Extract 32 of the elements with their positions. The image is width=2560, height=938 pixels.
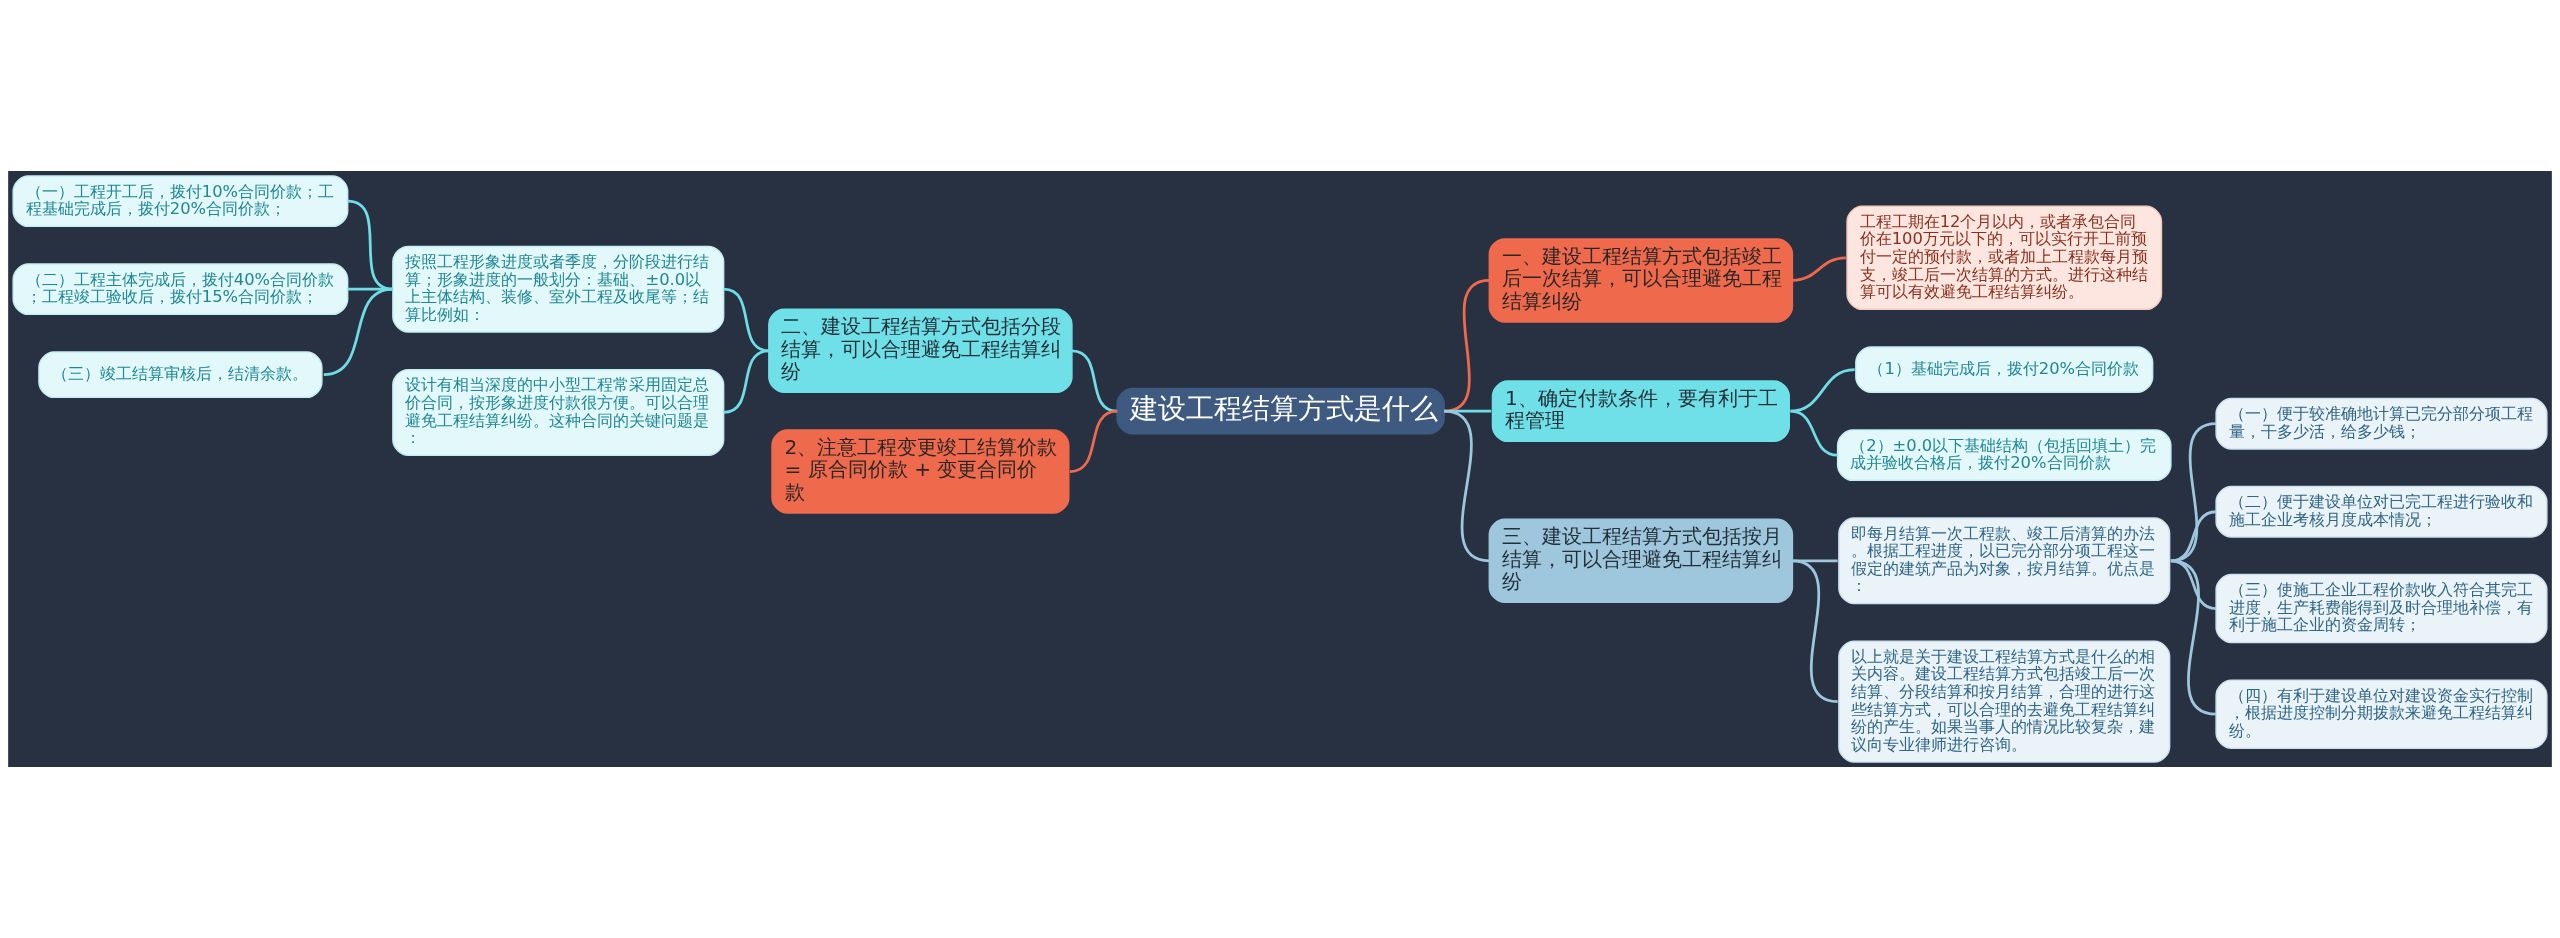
connector: [2170, 510, 2217, 563]
node-box: 二、建设工程结算方式包括分段结算，可以合理避免工程结算纠纷: [768, 308, 1073, 394]
node-box: （一）工程开工后，拨付10%合同价款；工程基础完成后，拨付20%合同价款；: [12, 175, 349, 228]
node-box: 按照工程形象进度或者季度，分阶段进行结算；形象进度的一般划分：基础、±0.0以上主体结构、装修、室外工程及收尾等；结算比例如：: [392, 245, 725, 333]
node-box: （四）有利于建设单位对建设资金实行控制，根据进度控制分期拨款来避免工程结算纠纷。: [2215, 679, 2548, 749]
node-box: （二）工程主体完成后，拨付40%合同价款；工程竣工验收后，拨付15%合同价款；: [12, 263, 349, 316]
connector: [1069, 409, 1118, 473]
connector: [723, 287, 770, 353]
connector: [1792, 256, 1846, 282]
connector: [1071, 349, 1118, 413]
connector: [1792, 559, 1838, 703]
node-box: 三、建设工程结算方式包括按月结算，可以合理避免工程结算纠纷: [1488, 518, 1794, 604]
node-box: 以上就是关于建设工程结算方式是什么的相关内容。建设工程结算方式包括竣工后一次结算、分段结算和按月结算，合理的进行这些结算方式，可以合理的去避免工程结算纠纷的产生。如果当事人的情况比较复杂，建议向专业律师进行咨询。: [1838, 640, 2171, 763]
node-box: 工程工期在12个月以内，或者承包合同价在100万元以下的，可以实行开工前预付一定的预付款，或者加上工程款每月预支，竣工后一次结算的方式。进行这种结算可以有效避免工程结算纠纷。: [1846, 205, 2163, 311]
connector: [323, 287, 394, 377]
connector: [2170, 422, 2217, 563]
node-box: 1、确定付款条件，要有利于工程管理: [1491, 380, 1790, 443]
connector: [1790, 409, 1838, 457]
node-box: （三）竣工结算审核后，结清余款。: [38, 351, 323, 399]
node-box: （一）便于较准确地计算已完分部分项工程量，干多少活，给多少钱；: [2215, 397, 2548, 450]
node-box: （二）便于建设单位对已完工程进行验收和施工企业考核月度成本情况；: [2215, 485, 2548, 538]
node-box: 即每月结算一次工程款、竣工后清算的办法。根据工程进度，以已完分部分项工程这一假定的建筑产品为对象，按月结算。优点是：: [1838, 517, 2171, 605]
connector: [1792, 559, 1838, 563]
node-box: 一、建设工程结算方式包括竣工后一次结算，可以合理避免工程结算纠纷: [1488, 238, 1794, 323]
node-box: （2）±0.0以下基础结构（包括回填土）完成并验收合格后，拨付20%合同价款: [1836, 429, 2172, 482]
node-box: 建设工程结算方式是什么: [1116, 387, 1445, 435]
node-box: （1）基础完成后，拨付20%合同价款: [1855, 346, 2154, 394]
connector: [2170, 559, 2217, 716]
node-box: 2、注意工程变更竣工结算价款 = 原合同价款 + 变更合同价款: [771, 429, 1070, 514]
connector: [723, 349, 770, 414]
node-box: 设计有相当深度的中小型工程常采用固定总价合同，按形象进度付款很方便。可以合理避免工程结算纠纷。这种合同的关键问题是：: [392, 368, 725, 456]
node-box: （三）使施工企业工程价款收入符合其完工进度，生产耗费能得到及时合理地补偿，有利于施工企业的资金周转；: [2215, 573, 2548, 644]
